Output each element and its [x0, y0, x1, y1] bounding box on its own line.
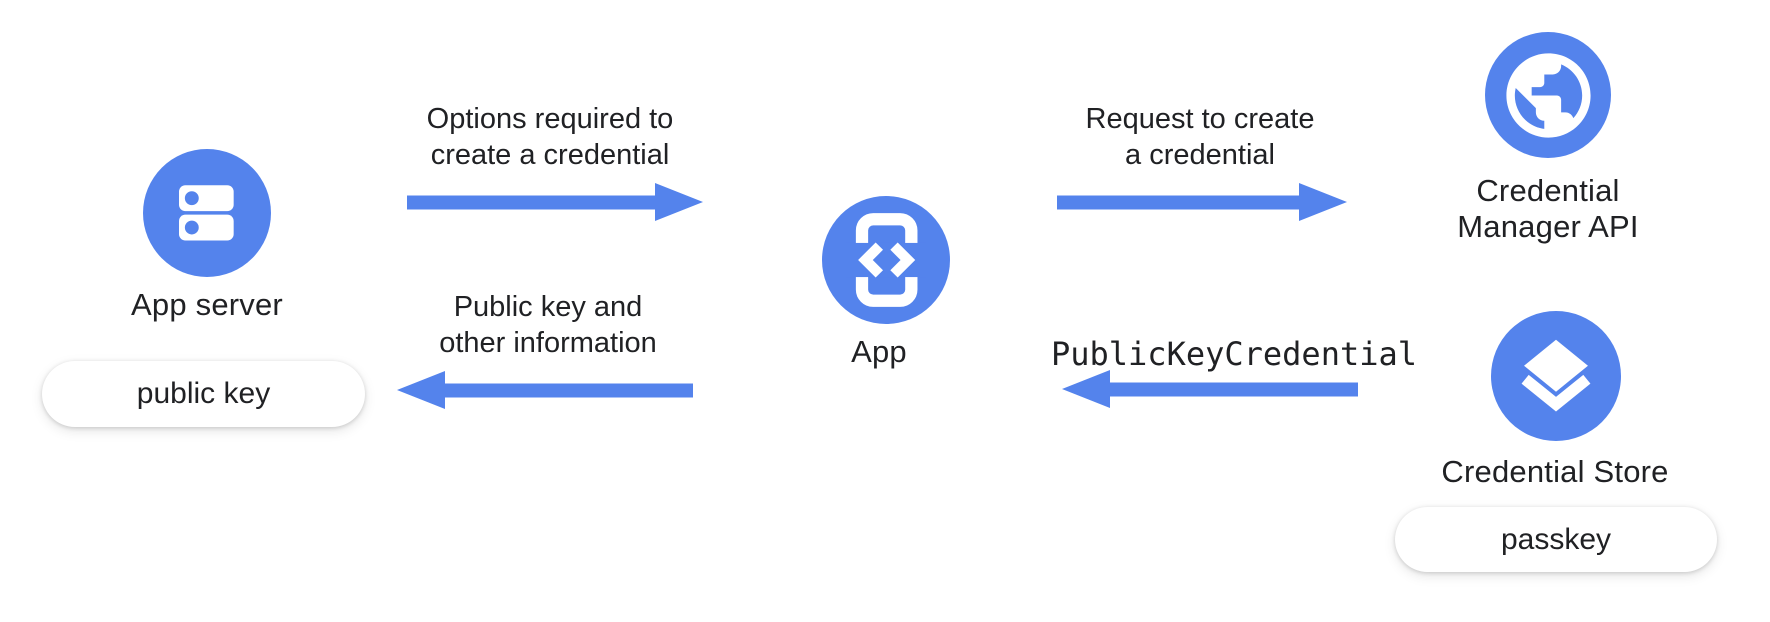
app-server-label: App server	[131, 287, 283, 322]
request-arrow-label: Request to create a credential	[1085, 103, 1315, 171]
options-arrow-label: Options required to create a credential	[426, 103, 674, 171]
passkey-badge: passkey	[1395, 507, 1717, 572]
request-arrow-right	[1057, 183, 1347, 221]
public-key-info-arrow-left	[397, 371, 693, 409]
public-key-credential-arrow-label: PublicKeyCredential	[1050, 335, 1418, 373]
public-key-badge: public key	[42, 361, 365, 427]
app-label: App	[851, 334, 907, 369]
public-key-credential-arrow-left	[1062, 370, 1358, 408]
options-arrow-right	[407, 183, 703, 221]
public-key-info-arrow-label: Public key and other information	[439, 291, 657, 359]
credential-manager-api-label: Credential Manager API	[1457, 173, 1639, 244]
app-node	[822, 196, 950, 324]
server-icon	[179, 185, 234, 241]
layers-icon	[1521, 339, 1591, 412]
credential-manager-api-node	[1485, 32, 1611, 158]
credential-store-label: Credential Store	[1441, 454, 1669, 489]
phone-code-icon	[846, 213, 926, 307]
credential-store-node	[1491, 311, 1621, 441]
globe-icon	[1505, 52, 1591, 138]
app-server-node	[143, 149, 271, 277]
